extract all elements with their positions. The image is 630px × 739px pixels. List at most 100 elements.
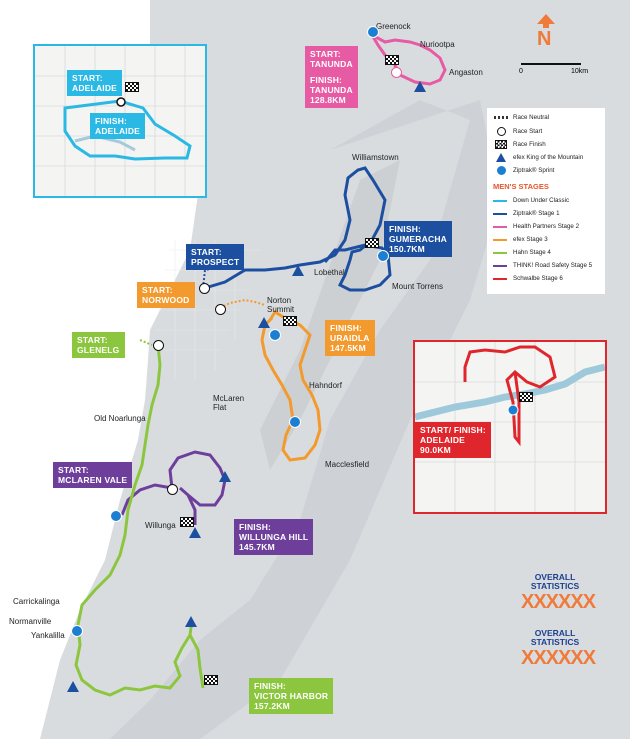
legend-stage: efex Stage 3 xyxy=(493,236,548,243)
sprint-icon xyxy=(71,625,83,637)
finish-flag-icon xyxy=(204,675,218,685)
legend-race-start-label: Race Start xyxy=(513,128,543,135)
scale-zero: 0 xyxy=(519,68,523,75)
north-arrow-icon xyxy=(537,14,555,28)
stage6-label: START/ FINISH: ADELAIDE 90.0km xyxy=(415,422,491,458)
scale-bar: 0 10km xyxy=(519,63,599,81)
stage3-route xyxy=(260,309,322,462)
hills-shade-2 xyxy=(260,160,400,470)
stage-line xyxy=(493,238,507,241)
inset-finish-place: ADELAIDE xyxy=(95,126,141,136)
stage6-route xyxy=(463,345,557,447)
legend-stage: Ziptrak® Stage 1 xyxy=(493,210,560,217)
stage-line xyxy=(493,277,507,280)
mclaren-vale-label: START: MCLAREN VALE xyxy=(53,462,133,488)
legend-race-neutral-label: Race Neutral xyxy=(513,114,550,121)
tanunda-label: START: TANUNDA xyxy=(305,46,358,72)
inset-start-label: START: ADELAIDE xyxy=(67,70,123,96)
legend-race-finish: Race Finish xyxy=(493,140,546,149)
uraidla-title: FINISH: xyxy=(330,323,363,333)
stage1-route xyxy=(204,166,392,292)
inset-finish-label: FINISH: ADELAIDE xyxy=(90,113,146,139)
tanunda-distance: 128.8km xyxy=(310,95,346,105)
sprint-icon xyxy=(289,416,301,428)
town-macclesfield: Macclesfield xyxy=(325,460,370,469)
town-hahndorf: Hahndorf xyxy=(309,381,342,390)
legend-race-neutral: Race Neutral xyxy=(493,114,549,121)
legend-stage: THINK! Road Safety Stage 5 xyxy=(493,262,592,269)
gumeracha-place: GUMERACHA xyxy=(389,234,447,244)
mclaren-vale-title: START: xyxy=(58,465,89,475)
sprint-icon xyxy=(377,250,389,262)
prospect-title: START: xyxy=(191,247,222,257)
kom-icon xyxy=(219,471,231,482)
legend-stage: Hahn Stage 4 xyxy=(493,249,551,256)
town-willunga: Willunga xyxy=(145,521,176,530)
legend-sprint: Ziptrak® Sprint xyxy=(493,166,554,175)
kom-icon xyxy=(414,81,426,92)
tanunda-finish-place: TANUNDA xyxy=(310,85,353,95)
glenelg-label: START: GLENELG xyxy=(72,332,125,358)
race-neutral-icon xyxy=(493,116,509,119)
town-angaston: Angaston xyxy=(449,68,483,77)
legend-stage-label: Hahn Stage 4 xyxy=(513,249,551,256)
hills-shade xyxy=(110,100,500,739)
kom-icon xyxy=(189,527,201,538)
tanunda-start-place: TANUNDA xyxy=(310,59,353,69)
finish-flag-icon xyxy=(385,55,399,65)
stage-line xyxy=(493,199,507,202)
torrens-river xyxy=(74,134,136,152)
town-carrickalinga: Carrickalinga xyxy=(13,597,60,606)
stats-title-line1: OVERALL xyxy=(534,572,576,582)
town-old-noarlunga: Old Noarlunga xyxy=(94,414,146,423)
north-label: N xyxy=(537,28,552,50)
adelaide-classic-inset: START: ADELAIDE FINISH: ADELAIDE xyxy=(33,44,207,198)
norwood-title: START: xyxy=(142,285,173,295)
stats-placeholder: XXXXXX xyxy=(521,647,596,669)
stage-line xyxy=(493,264,507,267)
stage-line xyxy=(493,251,507,254)
finish-flag-icon xyxy=(180,517,194,527)
legend-sprint-label: Ziptrak® Sprint xyxy=(513,167,555,174)
legend-heading: MEN'S STAGES xyxy=(493,182,549,191)
legend-race-finish-label: Race Finish xyxy=(513,141,546,148)
stage-line xyxy=(493,212,507,215)
town-nuriootpa: Nuriootpa xyxy=(420,40,455,49)
legend-kom-label: efex King of the Mountain xyxy=(513,154,584,161)
legend-race-start: Race Start xyxy=(493,127,542,136)
stats-title-line2: STATISTICS xyxy=(530,581,580,591)
finish-flag-icon xyxy=(125,82,139,92)
willunga-hill-distance: 145.7km xyxy=(239,542,275,552)
inset-start-place: ADELAIDE xyxy=(72,83,118,93)
kom-icon xyxy=(258,317,270,328)
scale-line xyxy=(521,63,581,65)
town-williamstown: Williamstown xyxy=(352,153,399,162)
inset-start-title: START: xyxy=(72,73,103,83)
tanunda-finish-label: FINISH: TANUNDA 128.8km xyxy=(305,72,358,108)
town-normanville: Normanville xyxy=(9,617,52,626)
willunga-hill-title: FINISH: xyxy=(239,522,272,532)
race-start-marker xyxy=(116,97,126,107)
stage-line xyxy=(493,225,507,228)
legend-stage: Health Partners Stage 2 xyxy=(493,223,579,230)
stage6-place: ADELAIDE xyxy=(420,435,466,445)
sprint-icon xyxy=(493,166,509,175)
gumeracha-label: FINISH: GUMERACHA 150.7km xyxy=(384,221,452,257)
scale-ten: 10km xyxy=(571,68,589,75)
town-mclaren-flat: McLaren Flat xyxy=(213,394,245,412)
finish-flag-icon xyxy=(365,238,379,248)
glenelg-title: START: xyxy=(77,335,108,345)
stats-title-line1: OVERALL xyxy=(534,628,576,638)
stage6-sprint-marker xyxy=(507,404,519,416)
finish-flag-icon xyxy=(519,392,533,402)
stage6-title: START/ FINISH: xyxy=(420,425,486,435)
stage6-distance: 90.0km xyxy=(420,445,451,455)
compass: N xyxy=(533,14,559,54)
legend-stage: Down Under Classic xyxy=(493,197,569,204)
race-start-marker xyxy=(215,304,226,315)
willunga-hill-place: WILLUNGA HILL xyxy=(239,532,309,542)
town-lobethal: Lobethal xyxy=(314,268,345,277)
race-finish-icon xyxy=(493,140,509,149)
gumeracha-title: FINISH: xyxy=(389,224,422,234)
victor-harbor-place: VICTOR HARBOR xyxy=(254,691,329,701)
